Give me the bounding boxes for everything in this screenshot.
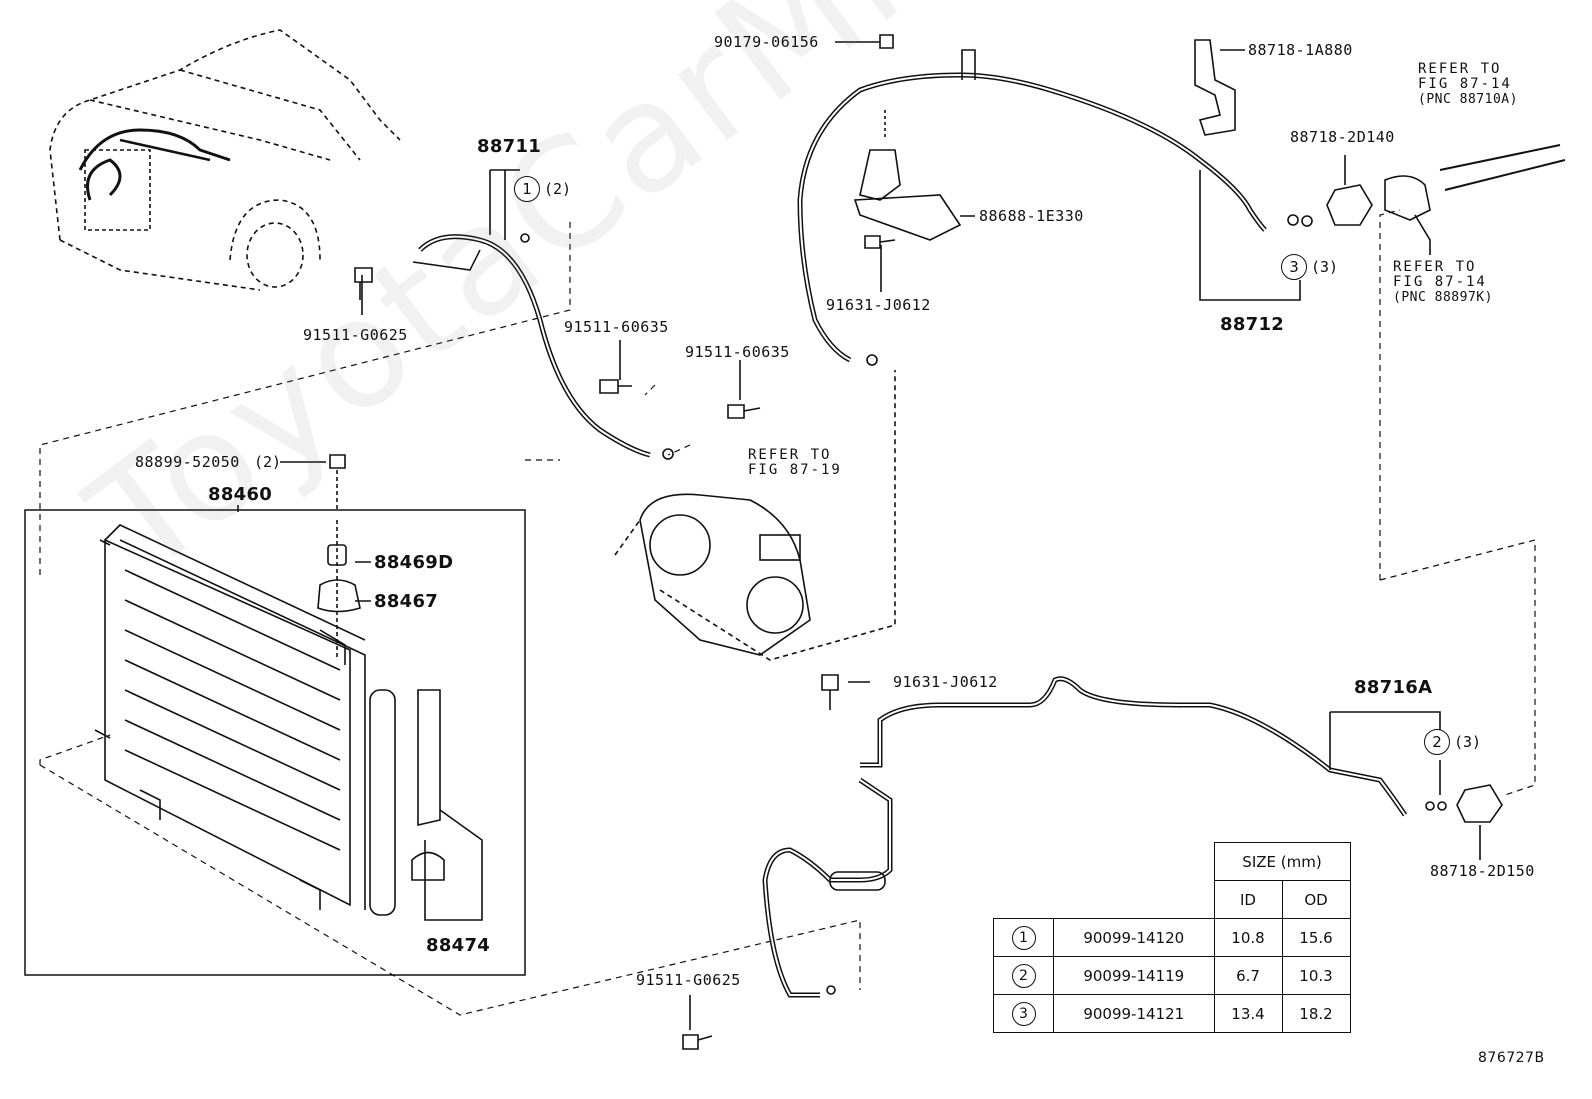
row-id: 13.4	[1213, 994, 1283, 1033]
label-90179-06156: 90179-06156	[714, 33, 819, 51]
row-id: 6.7	[1213, 956, 1283, 995]
count-88899: (2)	[254, 453, 282, 471]
label-88474: 88474	[426, 935, 491, 956]
hose-88716a	[860, 676, 1408, 817]
label-88469d: 88469D	[374, 552, 454, 573]
row-od: 15.6	[1281, 918, 1351, 957]
count-88712: (3)	[1311, 258, 1339, 276]
table-row: 1 90099-14120 10.8 15.6	[993, 918, 1351, 957]
label-91631-j0612-top: 91631-J0612	[826, 296, 931, 314]
refer-note-fig87-14-a: REFER TO FIG 87-14 (PNC 88710A)	[1418, 61, 1518, 108]
label-88718-2d150: 88718-2D150	[1430, 862, 1535, 880]
label-88460: 88460	[208, 484, 273, 505]
size-table-col-id: ID	[1213, 880, 1283, 919]
compressor-illustration	[614, 370, 896, 661]
count-88716a: (3)	[1454, 733, 1482, 751]
ring-ref-badge: 3	[1011, 1001, 1036, 1026]
label-91511-g0625-bottom: 91511-G0625	[636, 971, 741, 989]
ring-ref-badge: 1	[1011, 925, 1036, 950]
figure-id: 876727B	[1478, 1050, 1545, 1066]
row-od: 18.2	[1281, 994, 1351, 1033]
label-88712: 88712	[1220, 314, 1285, 335]
label-88899-52050: 88899-52050	[135, 453, 240, 471]
row-part-number: 90099-14120	[1053, 918, 1215, 957]
ring-ref-3-88712: 3	[1281, 254, 1307, 280]
table-row: 3 90099-14121 13.4 18.2	[993, 994, 1351, 1033]
count-88711: (2)	[544, 180, 572, 198]
label-91511-60635-b: 91511-60635	[685, 343, 790, 361]
row-od: 10.3	[1281, 956, 1351, 995]
label-88688-1e330: 88688-1E330	[979, 207, 1084, 225]
refer-note-fig87-14-b: REFER TO FIG 87-14 (PNC 88897K)	[1393, 259, 1493, 306]
refer-note-fig87-19: REFER TO FIG 87-19	[748, 447, 842, 478]
table-row: 2 90099-14119 6.7 10.3	[993, 956, 1351, 995]
label-88716a: 88716A	[1354, 677, 1433, 698]
row-part-number: 90099-14121	[1053, 994, 1215, 1033]
label-88467: 88467	[374, 591, 439, 612]
row-id: 10.8	[1213, 918, 1283, 957]
oring-size-table: SIZE (mm) ID OD 1 90099-14120 10.8 15.6 …	[993, 842, 1351, 1033]
label-88718-1a880: 88718-1A880	[1248, 41, 1353, 59]
label-91511-60635-a: 91511-60635	[564, 318, 669, 336]
label-88718-2d140: 88718-2D140	[1290, 128, 1395, 146]
condenser-illustration	[94, 524, 396, 916]
pipe-lower	[762, 777, 893, 998]
ring-ref-badge: 2	[1011, 963, 1036, 988]
condenser-group-box	[24, 509, 526, 976]
label-91511-g0625-top: 91511-G0625	[303, 326, 408, 344]
label-88711: 88711	[477, 136, 542, 157]
ring-ref-1-88711: 1	[514, 176, 540, 202]
car-outline-illustration	[49, 29, 401, 291]
row-part-number: 90099-14119	[1053, 956, 1215, 995]
size-table-col-od: OD	[1281, 880, 1351, 919]
label-91631-j0612-mid: 91631-J0612	[893, 673, 998, 691]
ring-ref-2-88716a: 2	[1424, 729, 1450, 755]
size-table-header: SIZE (mm)	[1213, 842, 1351, 881]
